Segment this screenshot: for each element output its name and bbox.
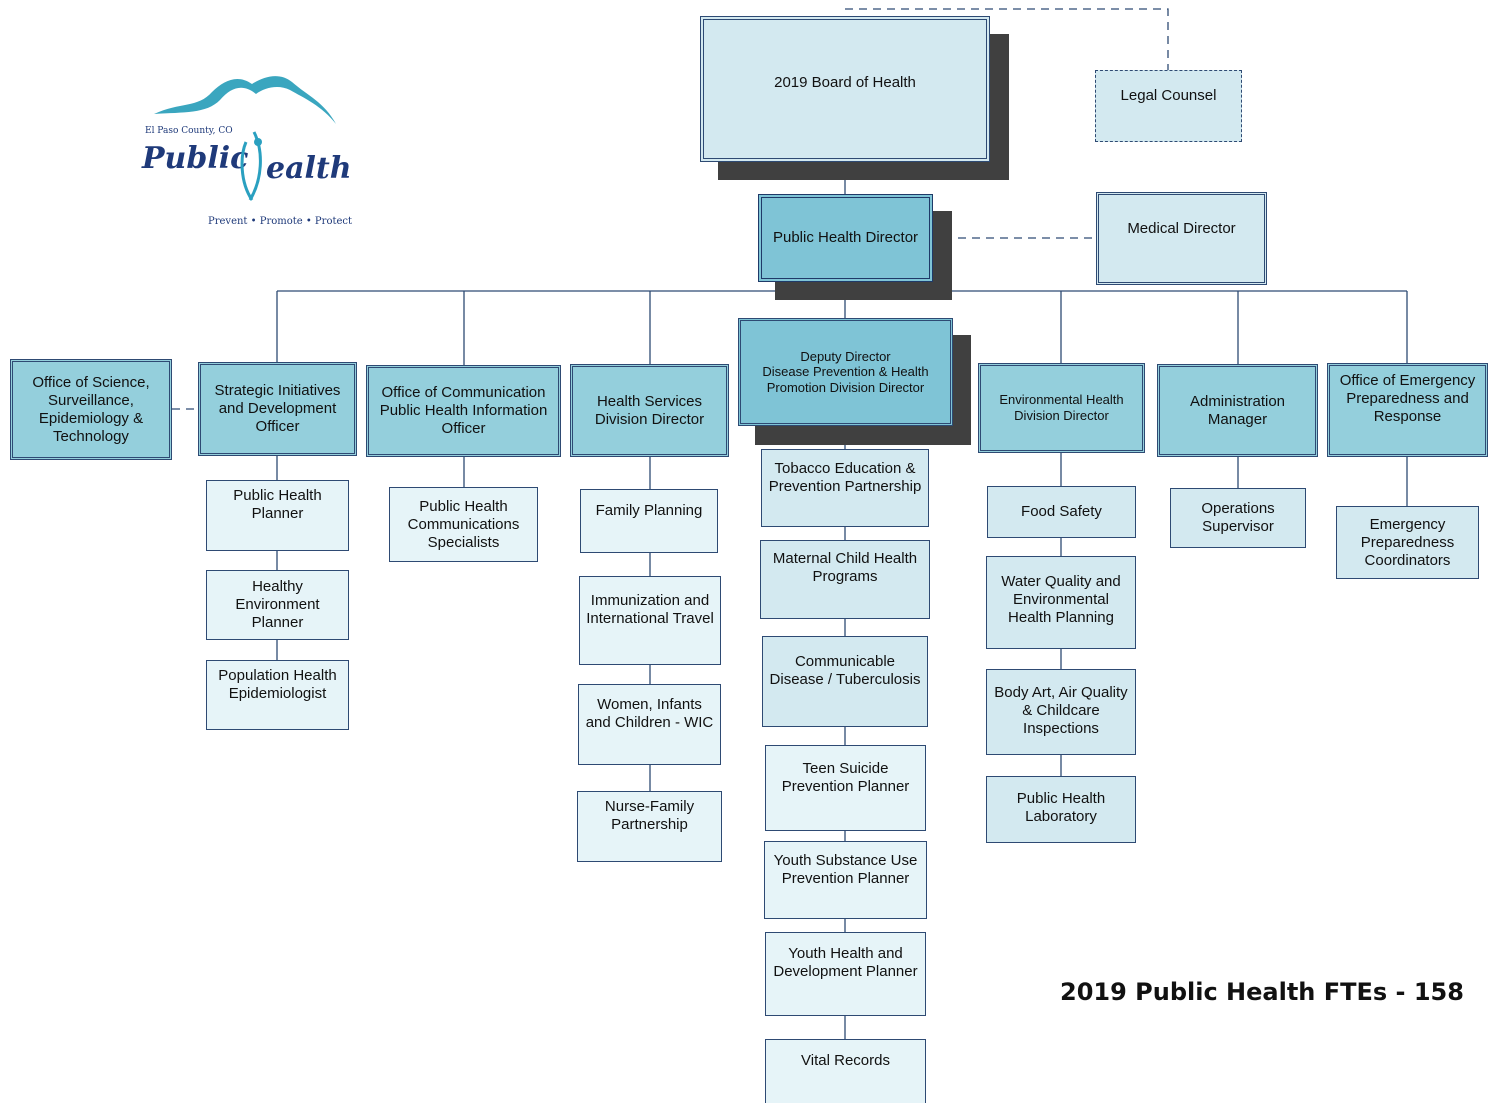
- healthy-environment-box: Healthy Environment Planner: [206, 570, 349, 640]
- water-quality-box: Water Quality and Environmental Health P…: [986, 556, 1136, 649]
- deputy-director-box: Deputy Director Disease Prevention & Hea…: [738, 318, 953, 426]
- teen-suicide-box: Teen Suicide Prevention Planner: [765, 745, 926, 831]
- comm-specialists-box: Public Health Communications Specialists: [389, 487, 538, 562]
- legal-counsel-label: Legal Counsel: [1120, 87, 1217, 104]
- legal-counsel-box: Legal Counsel: [1095, 70, 1242, 142]
- environmental-health-box: Environmental Health Division Director: [978, 363, 1145, 453]
- vital-records-label: Vital Records: [801, 1052, 890, 1069]
- communicable-box: Communicable Disease / Tuberculosis: [762, 636, 928, 727]
- communication-office-box: Office of Communication Public Health In…: [366, 365, 561, 457]
- wic-box: Women, Infants and Children - WIC: [578, 684, 721, 765]
- family-planning-label: Family Planning: [595, 502, 703, 519]
- body-art-box: Body Art, Air Quality & Childcare Inspec…: [986, 669, 1136, 755]
- public-health-director-label: Public Health Director: [772, 229, 919, 246]
- ep-coordinators-label: Emergency Preparedness Coordinators: [1360, 515, 1455, 569]
- public-health-director-box: Public Health Director: [758, 194, 933, 282]
- immunization-box: Immunization and International Travel: [579, 576, 721, 665]
- wic-label: Women, Infants and Children - WIC: [585, 696, 714, 731]
- medical-director-box: Medical Director: [1096, 192, 1267, 285]
- youth-substance-label: Youth Substance Use Prevention Planner: [773, 852, 918, 887]
- logo-county: El Paso County, CO: [145, 126, 233, 136]
- communication-office-label: Office of Communication Public Health In…: [379, 384, 548, 437]
- logo-name-left: Public: [141, 141, 248, 176]
- logo-name-right: ealth: [266, 151, 352, 186]
- youth-substance-box: Youth Substance Use Prevention Planner: [764, 841, 927, 919]
- operations-supervisor-box: Operations Supervisor: [1170, 488, 1306, 548]
- ph-planner-box: Public Health Planner: [206, 480, 349, 551]
- food-safety-box: Food Safety: [987, 486, 1136, 538]
- person-figure-icon: [240, 131, 262, 201]
- strategic-initiatives-label: Strategic Initiatives and Development Of…: [214, 382, 341, 435]
- population-health-box: Population Health Epidemiologist: [206, 660, 349, 730]
- health-services-box: Health Services Division Director: [570, 364, 729, 457]
- maternal-child-label: Maternal Child Health Programs: [772, 550, 918, 585]
- ph-laboratory-label: Public Health Laboratory: [1016, 790, 1106, 825]
- environmental-health-label: Environmental Health Division Director: [999, 392, 1124, 423]
- ph-laboratory-box: Public Health Laboratory: [986, 776, 1136, 843]
- population-health-label: Population Health Epidemiologist: [218, 667, 337, 702]
- public-health-logo: El Paso County, CO Public ealth Prevent …: [141, 76, 352, 227]
- communicable-label: Communicable Disease / Tuberculosis: [769, 653, 921, 688]
- healthy-environment-label: Healthy Environment Planner: [235, 578, 320, 631]
- mountain-icon: [154, 76, 336, 124]
- water-quality-label: Water Quality and Environmental Health P…: [1001, 573, 1121, 626]
- science-office-box: Office of Science, Surveillance, Epidemi…: [10, 359, 172, 460]
- teen-suicide-label: Teen Suicide Prevention Planner: [781, 760, 910, 795]
- vital-records-box: Vital Records: [765, 1039, 926, 1103]
- nurse-family-box: Nurse-Family Partnership: [577, 791, 722, 862]
- nurse-family-label: Nurse-Family Partnership: [604, 798, 695, 833]
- comm-specialists-label: Public Health Communications Specialists: [407, 497, 520, 551]
- emergency-office-label: Office of Emergency Preparedness and Res…: [1339, 372, 1476, 425]
- science-office-label: Office of Science, Surveillance, Epidemi…: [32, 373, 150, 445]
- fte-total: 2019 Public Health FTEs - 158: [1060, 978, 1464, 1006]
- youth-health-label: Youth Health and Development Planner: [773, 945, 918, 980]
- deputy-director-label: Deputy Director Disease Prevention & Hea…: [762, 348, 929, 395]
- food-safety-label: Food Safety: [1021, 503, 1102, 520]
- tobacco-label: Tobacco Education & Prevention Partnersh…: [768, 460, 922, 495]
- administration-manager-label: Administration Manager: [1189, 392, 1286, 428]
- body-art-label: Body Art, Air Quality & Childcare Inspec…: [994, 684, 1128, 737]
- medical-director-label: Medical Director: [1127, 220, 1236, 237]
- ep-coordinators-box: Emergency Preparedness Coordinators: [1336, 506, 1479, 579]
- board-of-health-box: 2019 Board of Health: [700, 16, 990, 162]
- health-services-label: Health Services Division Director: [594, 392, 705, 428]
- immunization-label: Immunization and International Travel: [586, 592, 714, 627]
- logo-tagline: Prevent • Promote • Protect: [208, 216, 352, 227]
- youth-health-box: Youth Health and Development Planner: [765, 932, 926, 1016]
- ph-planner-label: Public Health Planner: [233, 487, 322, 522]
- operations-supervisor-label: Operations Supervisor: [1201, 500, 1275, 535]
- administration-manager-box: Administration Manager: [1157, 364, 1318, 457]
- family-planning-box: Family Planning: [580, 489, 718, 553]
- emergency-office-box: Office of Emergency Preparedness and Res…: [1327, 363, 1488, 457]
- strategic-initiatives-box: Strategic Initiatives and Development Of…: [198, 362, 357, 456]
- tobacco-box: Tobacco Education & Prevention Partnersh…: [761, 449, 929, 527]
- maternal-child-box: Maternal Child Health Programs: [760, 540, 930, 619]
- board-of-health-label: 2019 Board of Health: [774, 74, 916, 91]
